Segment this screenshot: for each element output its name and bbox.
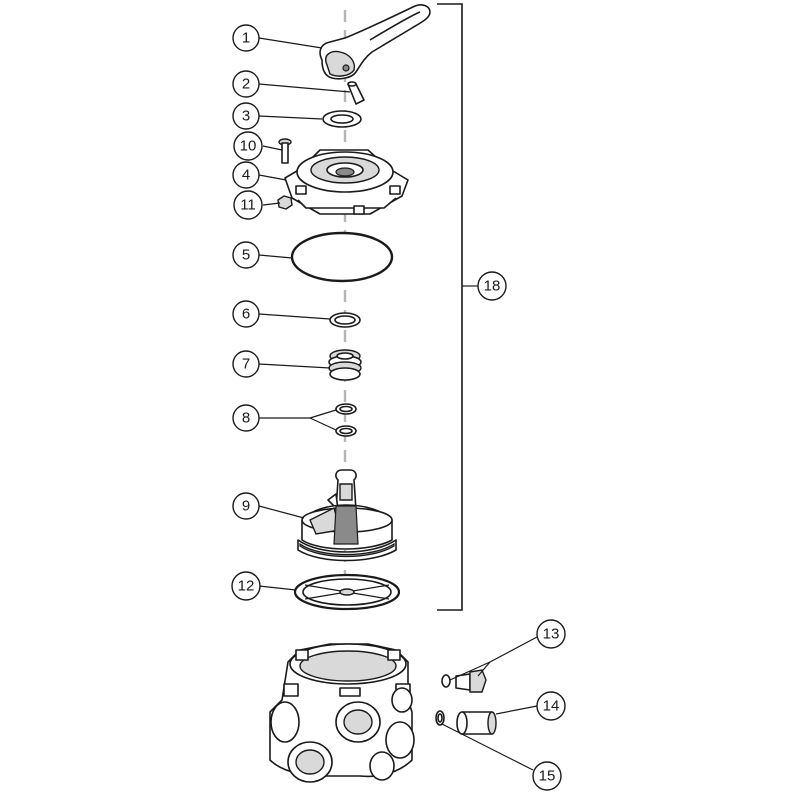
svg-text:11: 11: [240, 197, 256, 214]
callout-14: 14: [536, 691, 566, 721]
svg-text:2: 2: [242, 76, 250, 93]
assembly-bracket: [437, 3, 463, 611]
part-handle: [319, 4, 431, 80]
part-o-ring-small: [329, 312, 361, 328]
callout-9: 9: [232, 492, 260, 520]
svg-text:5: 5: [242, 247, 250, 264]
callout-6: 6: [232, 300, 260, 328]
svg-text:4: 4: [242, 167, 250, 184]
svg-text:9: 9: [242, 498, 250, 515]
callout-4: 4: [232, 161, 260, 189]
callout-1: 1: [232, 24, 260, 52]
part-sleeve: [456, 711, 497, 735]
part-rotor: [297, 469, 397, 562]
callout-5: 5: [232, 241, 260, 269]
part-fitting: [441, 669, 487, 693]
part-valve-cover: [284, 149, 409, 215]
callout-18: 18: [477, 271, 507, 301]
part-o-ring-large: [290, 231, 394, 283]
callout-15: 15: [532, 761, 562, 791]
svg-text:15: 15: [539, 768, 556, 785]
callout-10: 10: [233, 131, 263, 161]
svg-text:12: 12: [238, 578, 255, 595]
callout-8: 8: [232, 404, 260, 432]
callout-3: 3: [232, 102, 260, 130]
callout-12: 12: [231, 571, 261, 601]
part-gasket: [293, 573, 401, 611]
svg-text:8: 8: [242, 410, 250, 427]
callout-13: 13: [536, 619, 566, 649]
part-spring: [328, 349, 362, 381]
part-valve-body: [269, 643, 415, 783]
svg-text:3: 3: [242, 108, 250, 125]
svg-text:14: 14: [543, 698, 560, 715]
leader-lines: [258, 37, 538, 771]
part-nut: [277, 195, 293, 210]
svg-text:7: 7: [242, 356, 250, 373]
svg-text:18: 18: [484, 278, 501, 295]
part-screw: [278, 138, 292, 164]
svg-text:6: 6: [242, 306, 250, 323]
part-washer: [322, 110, 362, 128]
svg-text:13: 13: [543, 626, 560, 643]
callout-7: 7: [232, 350, 260, 378]
callout-11: 11: [233, 190, 263, 220]
svg-text:1: 1: [242, 30, 250, 47]
part-pin: [347, 81, 365, 105]
part-ring-small: [435, 710, 445, 726]
part-small-rings: [335, 403, 357, 437]
callout-2: 2: [232, 70, 260, 98]
svg-text:10: 10: [240, 138, 257, 155]
